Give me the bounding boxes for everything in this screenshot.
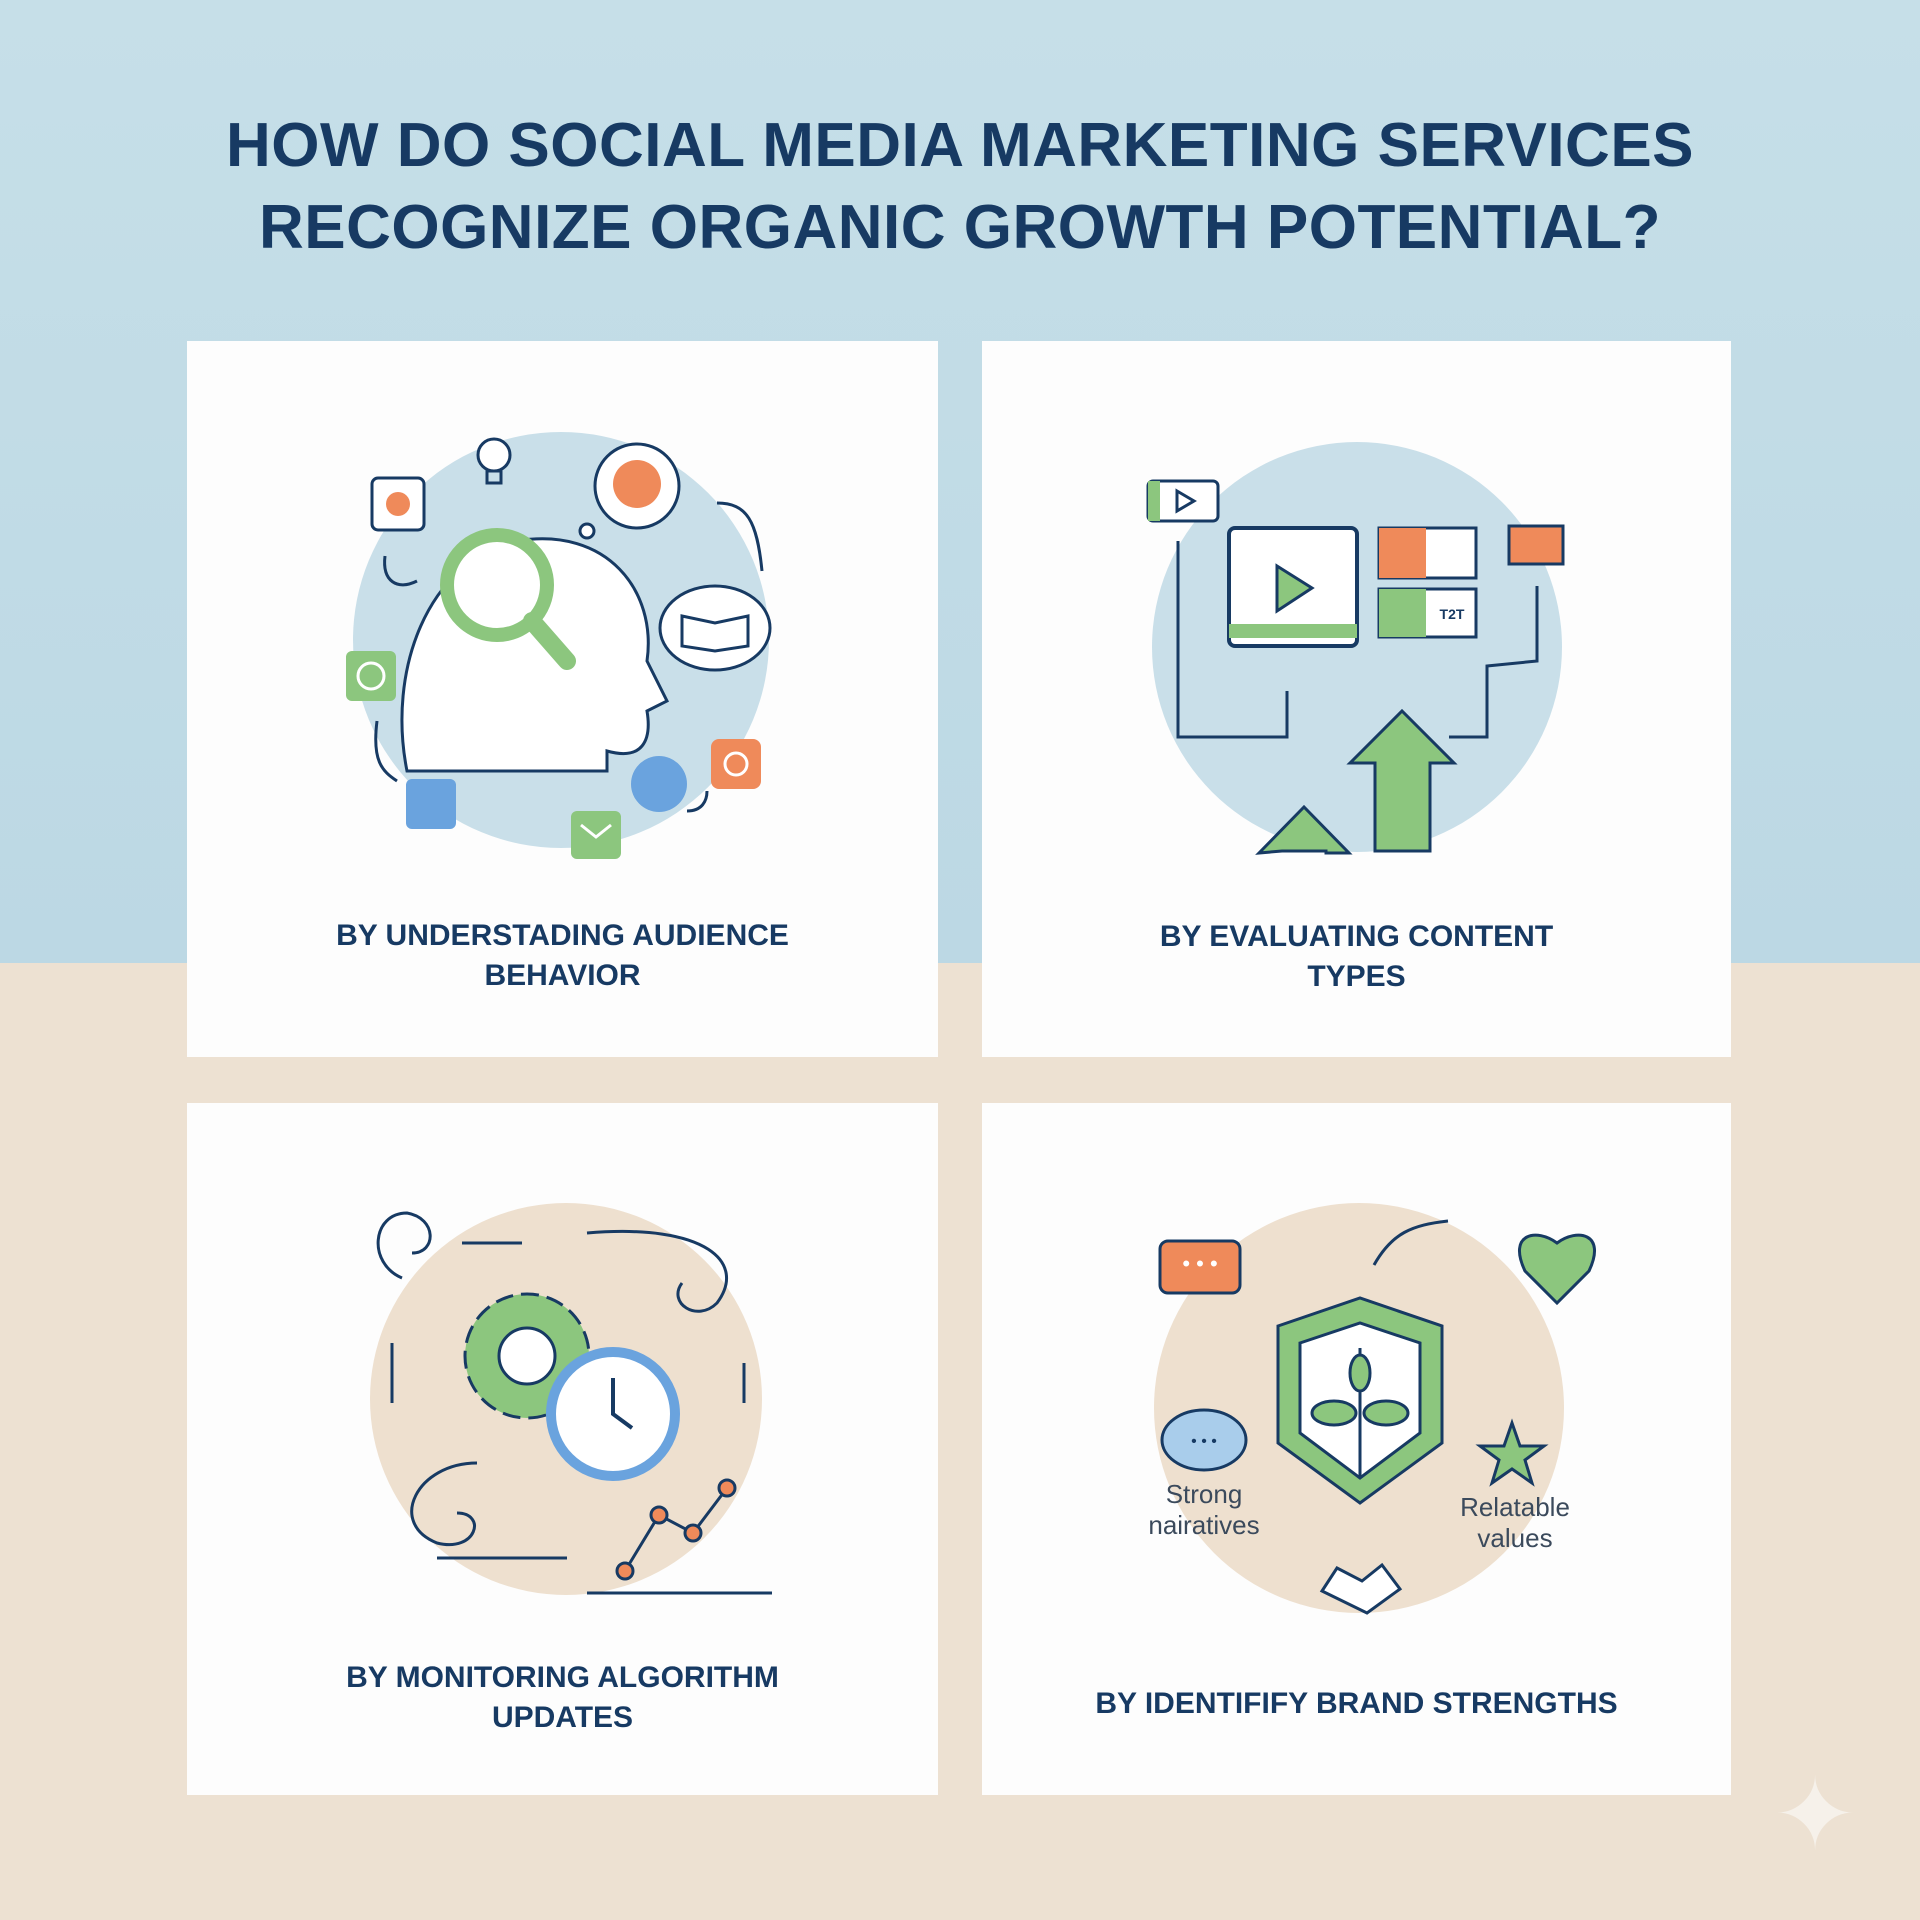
thumbnail-text: T2T xyxy=(1440,606,1465,622)
small-video-icon xyxy=(1146,479,1220,523)
handshake-icon xyxy=(1319,1562,1403,1615)
book-thought-icon xyxy=(658,584,772,672)
audience-illustration xyxy=(346,432,772,859)
caption-line-1: BY UNDERSTADING AUDIENCE xyxy=(336,919,789,952)
page-title: HOW DO SOCIAL MEDIA MARKETING SERVICES R… xyxy=(0,105,1920,269)
shield-plant-icon xyxy=(1276,1296,1444,1505)
card-caption: BY MONITORING ALGORITHM UPDATES xyxy=(187,1658,938,1738)
blue-speech-bubble-icon: • • • xyxy=(1160,1408,1248,1472)
video-player-icon xyxy=(1227,526,1359,648)
caption-line-1: BY EVALUATING CONTENT xyxy=(1159,920,1554,953)
caption-line-2: UPDATES xyxy=(491,1701,634,1734)
svg-text:• • •: • • • xyxy=(1191,1433,1217,1450)
card-algorithm-updates: BY MONITORING ALGORITHM UPDATES xyxy=(187,1103,938,1795)
caption-line-1: BY MONITORING ALGORITHM xyxy=(346,1661,779,1694)
instagram-icon xyxy=(711,739,761,789)
card-caption: BY IDENTIFIFY BRAND STRENGTHS xyxy=(982,1684,1731,1724)
card-audience-behavior: BY UNDERSTADING AUDIENCE BEHAVIOR xyxy=(187,341,938,1057)
card-caption: BY UNDERSTADING AUDIENCE BEHAVIOR xyxy=(187,916,938,996)
label-relatable: Relatable xyxy=(1460,1492,1570,1522)
content-illustration: T2T xyxy=(1146,442,1565,855)
growth-arrows-icon xyxy=(1255,708,1458,855)
flow-arrows xyxy=(374,501,764,813)
card-caption: BY EVALUATING CONTENT TYPES xyxy=(982,917,1731,997)
orange-speech-bubble-icon: • • • xyxy=(1158,1239,1242,1295)
orange-card-icon xyxy=(1507,524,1565,566)
growth-arrow-icon xyxy=(1372,1219,1449,1266)
title-line-1: HOW DO SOCIAL MEDIA MARKETING SERVICES xyxy=(225,111,1695,180)
card-brand-strengths: • • • • • • Strong nairatives Relatable … xyxy=(982,1103,1731,1795)
svg-text:• • •: • • • xyxy=(1182,1251,1217,1276)
emoji-thought-icon xyxy=(578,442,681,540)
algorithm-illustration xyxy=(370,1203,772,1595)
swirl-arrows xyxy=(376,1211,746,1560)
chat-icon xyxy=(346,651,396,701)
card-content-types: T2T BY EVALUATING CONTENT TYPES xyxy=(982,341,1731,1057)
twitter-icon xyxy=(370,476,426,532)
brain-icon xyxy=(631,756,687,812)
brand-illustration: • • • • • • Strong nairatives Relatable … xyxy=(1148,1203,1596,1615)
group-icon xyxy=(406,779,456,829)
caption-line-2: BEHAVIOR xyxy=(484,959,641,992)
grid-thumbnail-icon: T2T xyxy=(1377,526,1478,639)
label-narratives: nairatives xyxy=(1148,1510,1259,1540)
heart-icon xyxy=(1518,1233,1596,1306)
label-values: values xyxy=(1477,1523,1552,1553)
flow-arrows xyxy=(1176,541,1539,739)
title-line-2: RECOGNIZE ORGANIC GROWTH POTENTIAL? xyxy=(258,193,1662,262)
lightbulb-icon xyxy=(476,437,512,485)
caption-line-2: TYPES xyxy=(1307,960,1406,993)
label-strong: Strong xyxy=(1166,1479,1243,1509)
email-icon xyxy=(571,811,621,859)
line-chart-icon xyxy=(587,1478,772,1595)
clock-icon xyxy=(546,1347,680,1481)
magnifier-icon xyxy=(440,528,576,670)
sparkle-icon: ✦ xyxy=(1773,1759,1857,1871)
star-icon xyxy=(1475,1418,1549,1487)
caption-line-1: BY IDENTIFIFY BRAND STRENGTHS xyxy=(1095,1687,1618,1720)
